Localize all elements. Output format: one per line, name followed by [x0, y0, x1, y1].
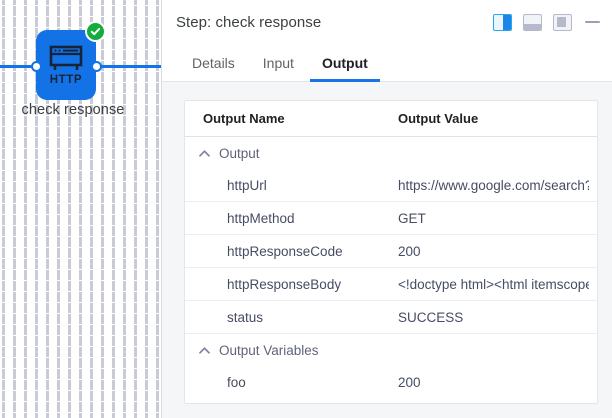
workflow-canvas[interactable]: HTTP check response — [0, 0, 161, 418]
table-header-row: Output Name Output Value — [185, 101, 597, 137]
row-name: status — [227, 309, 264, 325]
row-name: httpResponseBody — [227, 276, 342, 292]
table-row[interactable]: httpResponseCode 200 — [185, 235, 597, 268]
workflow-node-check-response[interactable]: HTTP — [36, 30, 96, 100]
column-header-output-value: Output Value — [398, 111, 479, 126]
check-circle-icon — [85, 21, 106, 42]
svg-text:HTTP: HTTP — [50, 74, 82, 85]
check-glyph — [90, 27, 101, 36]
table-row[interactable]: httpMethod GET — [185, 202, 597, 235]
panel-body: Output Name Output Value Output httpUrl … — [162, 82, 612, 418]
row-value: https://www.google.com/search?q= — [398, 177, 589, 193]
step-details-panel: Step: check response Details Input Outpu… — [161, 0, 612, 418]
row-name: httpResponseCode — [227, 243, 343, 259]
row-name: foo — [227, 375, 246, 390]
row-value: GET — [398, 210, 426, 226]
chevron-up-icon[interactable] — [199, 346, 210, 354]
node-input-port[interactable] — [31, 61, 42, 72]
panel-tabs: Details Input Output — [162, 44, 612, 82]
panel-bottom-icon[interactable] — [523, 13, 542, 31]
tab-output[interactable]: Output — [308, 44, 382, 82]
tab-details[interactable]: Details — [192, 54, 235, 71]
table-row[interactable]: foo 200 — [185, 366, 597, 399]
table-group-output-variables[interactable]: Output Variables — [185, 334, 597, 366]
panel-header-actions — [493, 13, 600, 31]
connection-line-incoming — [0, 65, 46, 68]
group-label: Output Variables — [219, 342, 319, 358]
panel-left-fill — [556, 16, 566, 28]
table-row[interactable]: httpResponseBody <!doctype html><html it… — [185, 268, 597, 301]
group-label: Output — [219, 145, 260, 161]
group-header-output-variables-label-wrap: Output Variables — [185, 343, 398, 358]
table-row[interactable]: httpUrl https://www.google.com/search?q= — [185, 169, 597, 202]
canvas-content: HTTP check response — [0, 0, 161, 418]
panel-header: Step: check response — [162, 0, 612, 44]
node-output-port[interactable] — [91, 61, 102, 72]
panel-bottom-fill — [524, 24, 541, 30]
minimize-icon[interactable] — [585, 21, 600, 23]
row-name: httpMethod — [227, 210, 295, 226]
row-value: SUCCESS — [398, 309, 464, 325]
output-table: Output Name Output Value Output httpUrl … — [184, 100, 598, 404]
panel-right-fill — [503, 14, 511, 30]
panel-title: Step: check response — [176, 13, 322, 31]
connection-line-outgoing — [100, 65, 161, 68]
node-label: check response — [21, 102, 125, 118]
tab-input[interactable]: Input — [262, 54, 294, 71]
row-value: 200 — [398, 375, 421, 390]
row-name: httpUrl — [227, 177, 267, 193]
table-group-output[interactable]: Output — [185, 137, 597, 169]
panel-left-icon[interactable] — [553, 13, 572, 31]
column-header-output-name: Output Name — [203, 111, 285, 126]
panel-right-icon[interactable] — [493, 13, 512, 31]
row-value: <!doctype html><html itemscope=" — [398, 276, 589, 292]
row-value: 200 — [398, 243, 421, 259]
chevron-up-icon[interactable] — [199, 149, 210, 157]
table-row[interactable]: status SUCCESS — [185, 301, 597, 334]
http-node-icon: HTTP — [49, 45, 83, 85]
group-header-output-label-wrap: Output — [185, 146, 398, 161]
